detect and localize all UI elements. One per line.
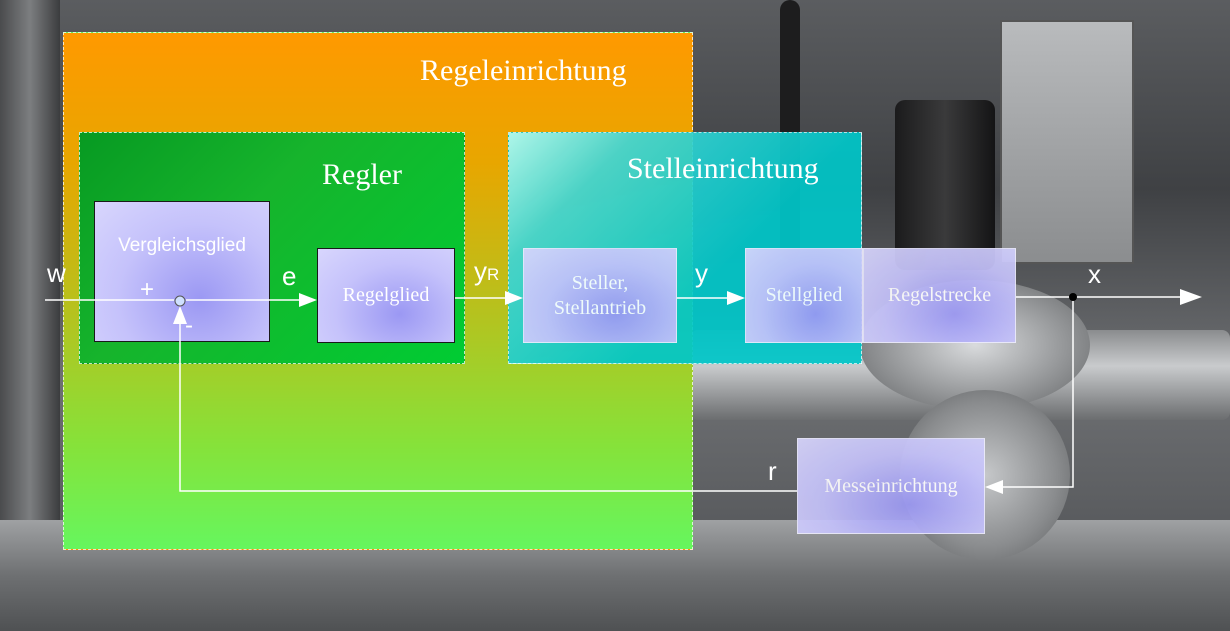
steller-label: Steller, Stellantrieb bbox=[553, 271, 647, 319]
signal-yr-label: yR bbox=[474, 256, 499, 287]
summing-junction bbox=[174, 295, 186, 307]
messeinrichtung-label: Messeinrichtung bbox=[824, 474, 958, 497]
regelglied-block: Regelglied bbox=[317, 248, 455, 343]
signal-yr-main: y bbox=[474, 256, 487, 286]
regeleinrichtung-title: Regeleinrichtung bbox=[420, 54, 627, 87]
stelleinrichtung-title: Stelleinrichtung bbox=[627, 152, 819, 185]
stellglied-label: Stellglied bbox=[765, 284, 843, 306]
arrowhead-yr bbox=[505, 291, 523, 305]
branch-point bbox=[1069, 293, 1077, 301]
signal-r-label: r bbox=[768, 456, 777, 486]
signal-e-label: e bbox=[282, 261, 297, 291]
messeinrichtung-block: Messeinrichtung bbox=[797, 438, 985, 534]
arrowhead-e bbox=[299, 293, 317, 307]
signal-x-label: x bbox=[1088, 259, 1101, 289]
regler-title: Regler bbox=[322, 158, 402, 191]
background-valve bbox=[895, 100, 995, 270]
signal-yr-subscript: R bbox=[487, 265, 500, 284]
minus-sign: - bbox=[185, 312, 193, 339]
vergleichsglied-label: Vergleichsglied bbox=[118, 235, 246, 256]
signal-y-label: y bbox=[695, 258, 708, 288]
arrowhead-y bbox=[727, 291, 745, 305]
arrowhead-measure bbox=[985, 480, 1003, 494]
stellglied-block: Stellglied bbox=[745, 248, 863, 343]
regelstrecke-label: Regelstrecke bbox=[887, 284, 992, 306]
signal-w-label: w bbox=[47, 258, 66, 288]
plus-sign: + bbox=[140, 276, 155, 303]
wire-feedback-r bbox=[179, 322, 797, 492]
steller-block: Steller, Stellantrieb bbox=[523, 248, 677, 343]
background-cabinet bbox=[1000, 20, 1134, 264]
arrowhead-feedback bbox=[173, 306, 187, 324]
arrowhead-x bbox=[1180, 289, 1202, 305]
regelstrecke-block: Regelstrecke bbox=[863, 248, 1016, 343]
wire-feedback-in bbox=[1002, 297, 1074, 488]
regelglied-label: Regelglied bbox=[342, 284, 430, 306]
